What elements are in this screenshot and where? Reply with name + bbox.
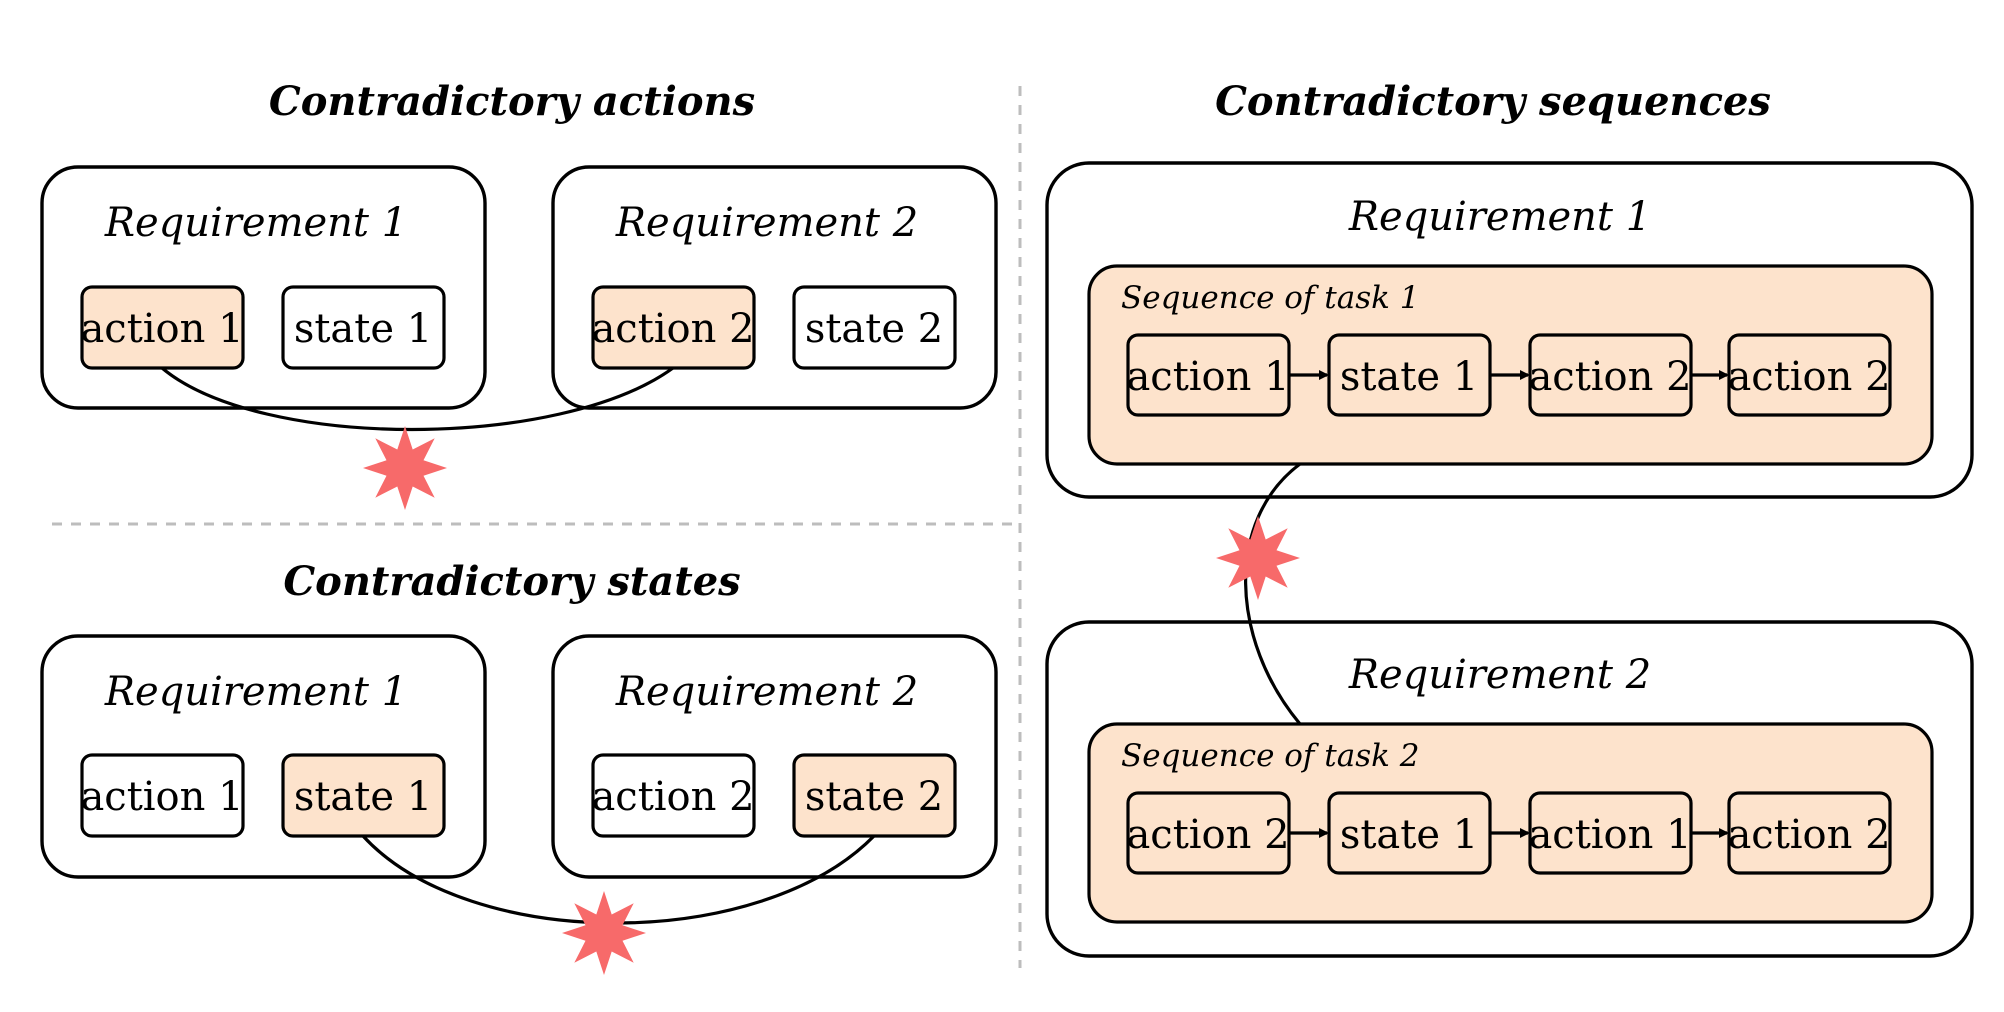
action-1-label: action 1 bbox=[80, 774, 243, 820]
requirement-1-label: Requirement 1 bbox=[104, 669, 407, 715]
action-1-label: action 1 bbox=[80, 306, 243, 352]
seq1-step-4-box bbox=[1727, 333, 1892, 417]
panel-title-actions: Contradictory actions bbox=[269, 78, 755, 125]
state-2-box-highlighted bbox=[792, 753, 957, 838]
action-2-label: action 2 bbox=[591, 774, 754, 820]
seq1-step-3-label: action 2 bbox=[1528, 354, 1691, 400]
panel-contradictory-sequences: Contradictory sequences Requirement 1 Se… bbox=[1045, 78, 1974, 958]
seq1-step-2-label: state 1 bbox=[1340, 354, 1478, 400]
state-2-box bbox=[792, 285, 957, 370]
action-1-box bbox=[80, 753, 245, 838]
action-2-box-highlighted bbox=[591, 285, 756, 370]
seq1-step-1-label: action 1 bbox=[1126, 354, 1289, 400]
seq2-step-1-label: action 2 bbox=[1126, 812, 1289, 858]
sequence-of-task-2-box bbox=[1087, 722, 1934, 924]
action-2-box bbox=[591, 753, 756, 838]
requirement-1-label: Requirement 1 bbox=[1348, 194, 1651, 240]
sequence-of-task-1-label: Sequence of task 1 bbox=[1121, 280, 1419, 316]
state-1-label: state 1 bbox=[294, 774, 432, 820]
requirement-2-label: Requirement 2 bbox=[615, 200, 918, 246]
sequence-of-task-1-box bbox=[1087, 264, 1934, 466]
action-2-label: action 2 bbox=[591, 306, 754, 352]
panel-contradictory-actions: Contradictory actions Requirement 1 acti… bbox=[40, 78, 998, 510]
panel-contradictory-states: Contradictory states Requirement 1 actio… bbox=[40, 558, 998, 975]
conflict-link bbox=[1244, 462, 1302, 726]
seq2-step-3-label: action 1 bbox=[1528, 812, 1691, 858]
seq2-step-4-label: action 2 bbox=[1727, 812, 1890, 858]
sequence-of-task-2-label: Sequence of task 2 bbox=[1121, 738, 1419, 774]
seq1-step-4-label: action 2 bbox=[1727, 354, 1890, 400]
requirement-2-label: Requirement 2 bbox=[615, 669, 918, 715]
state-2-label: state 2 bbox=[805, 774, 943, 820]
conflict-starburst-icon bbox=[1216, 516, 1300, 600]
seq2-step-4-box bbox=[1727, 791, 1892, 875]
panel-title-sequences: Contradictory sequences bbox=[1215, 78, 1771, 125]
requirement-1-label: Requirement 1 bbox=[104, 200, 407, 246]
conflict-starburst-icon bbox=[363, 426, 447, 510]
requirement-2-label: Requirement 2 bbox=[1348, 652, 1651, 698]
conflict-link bbox=[160, 366, 674, 432]
state-1-label: state 1 bbox=[294, 306, 432, 352]
panel-title-states: Contradictory states bbox=[283, 558, 740, 605]
state-2-label: state 2 bbox=[805, 306, 943, 352]
seq2-step-2-label: state 1 bbox=[1340, 812, 1478, 858]
conflict-starburst-icon bbox=[562, 891, 646, 975]
state-1-box bbox=[281, 285, 446, 370]
